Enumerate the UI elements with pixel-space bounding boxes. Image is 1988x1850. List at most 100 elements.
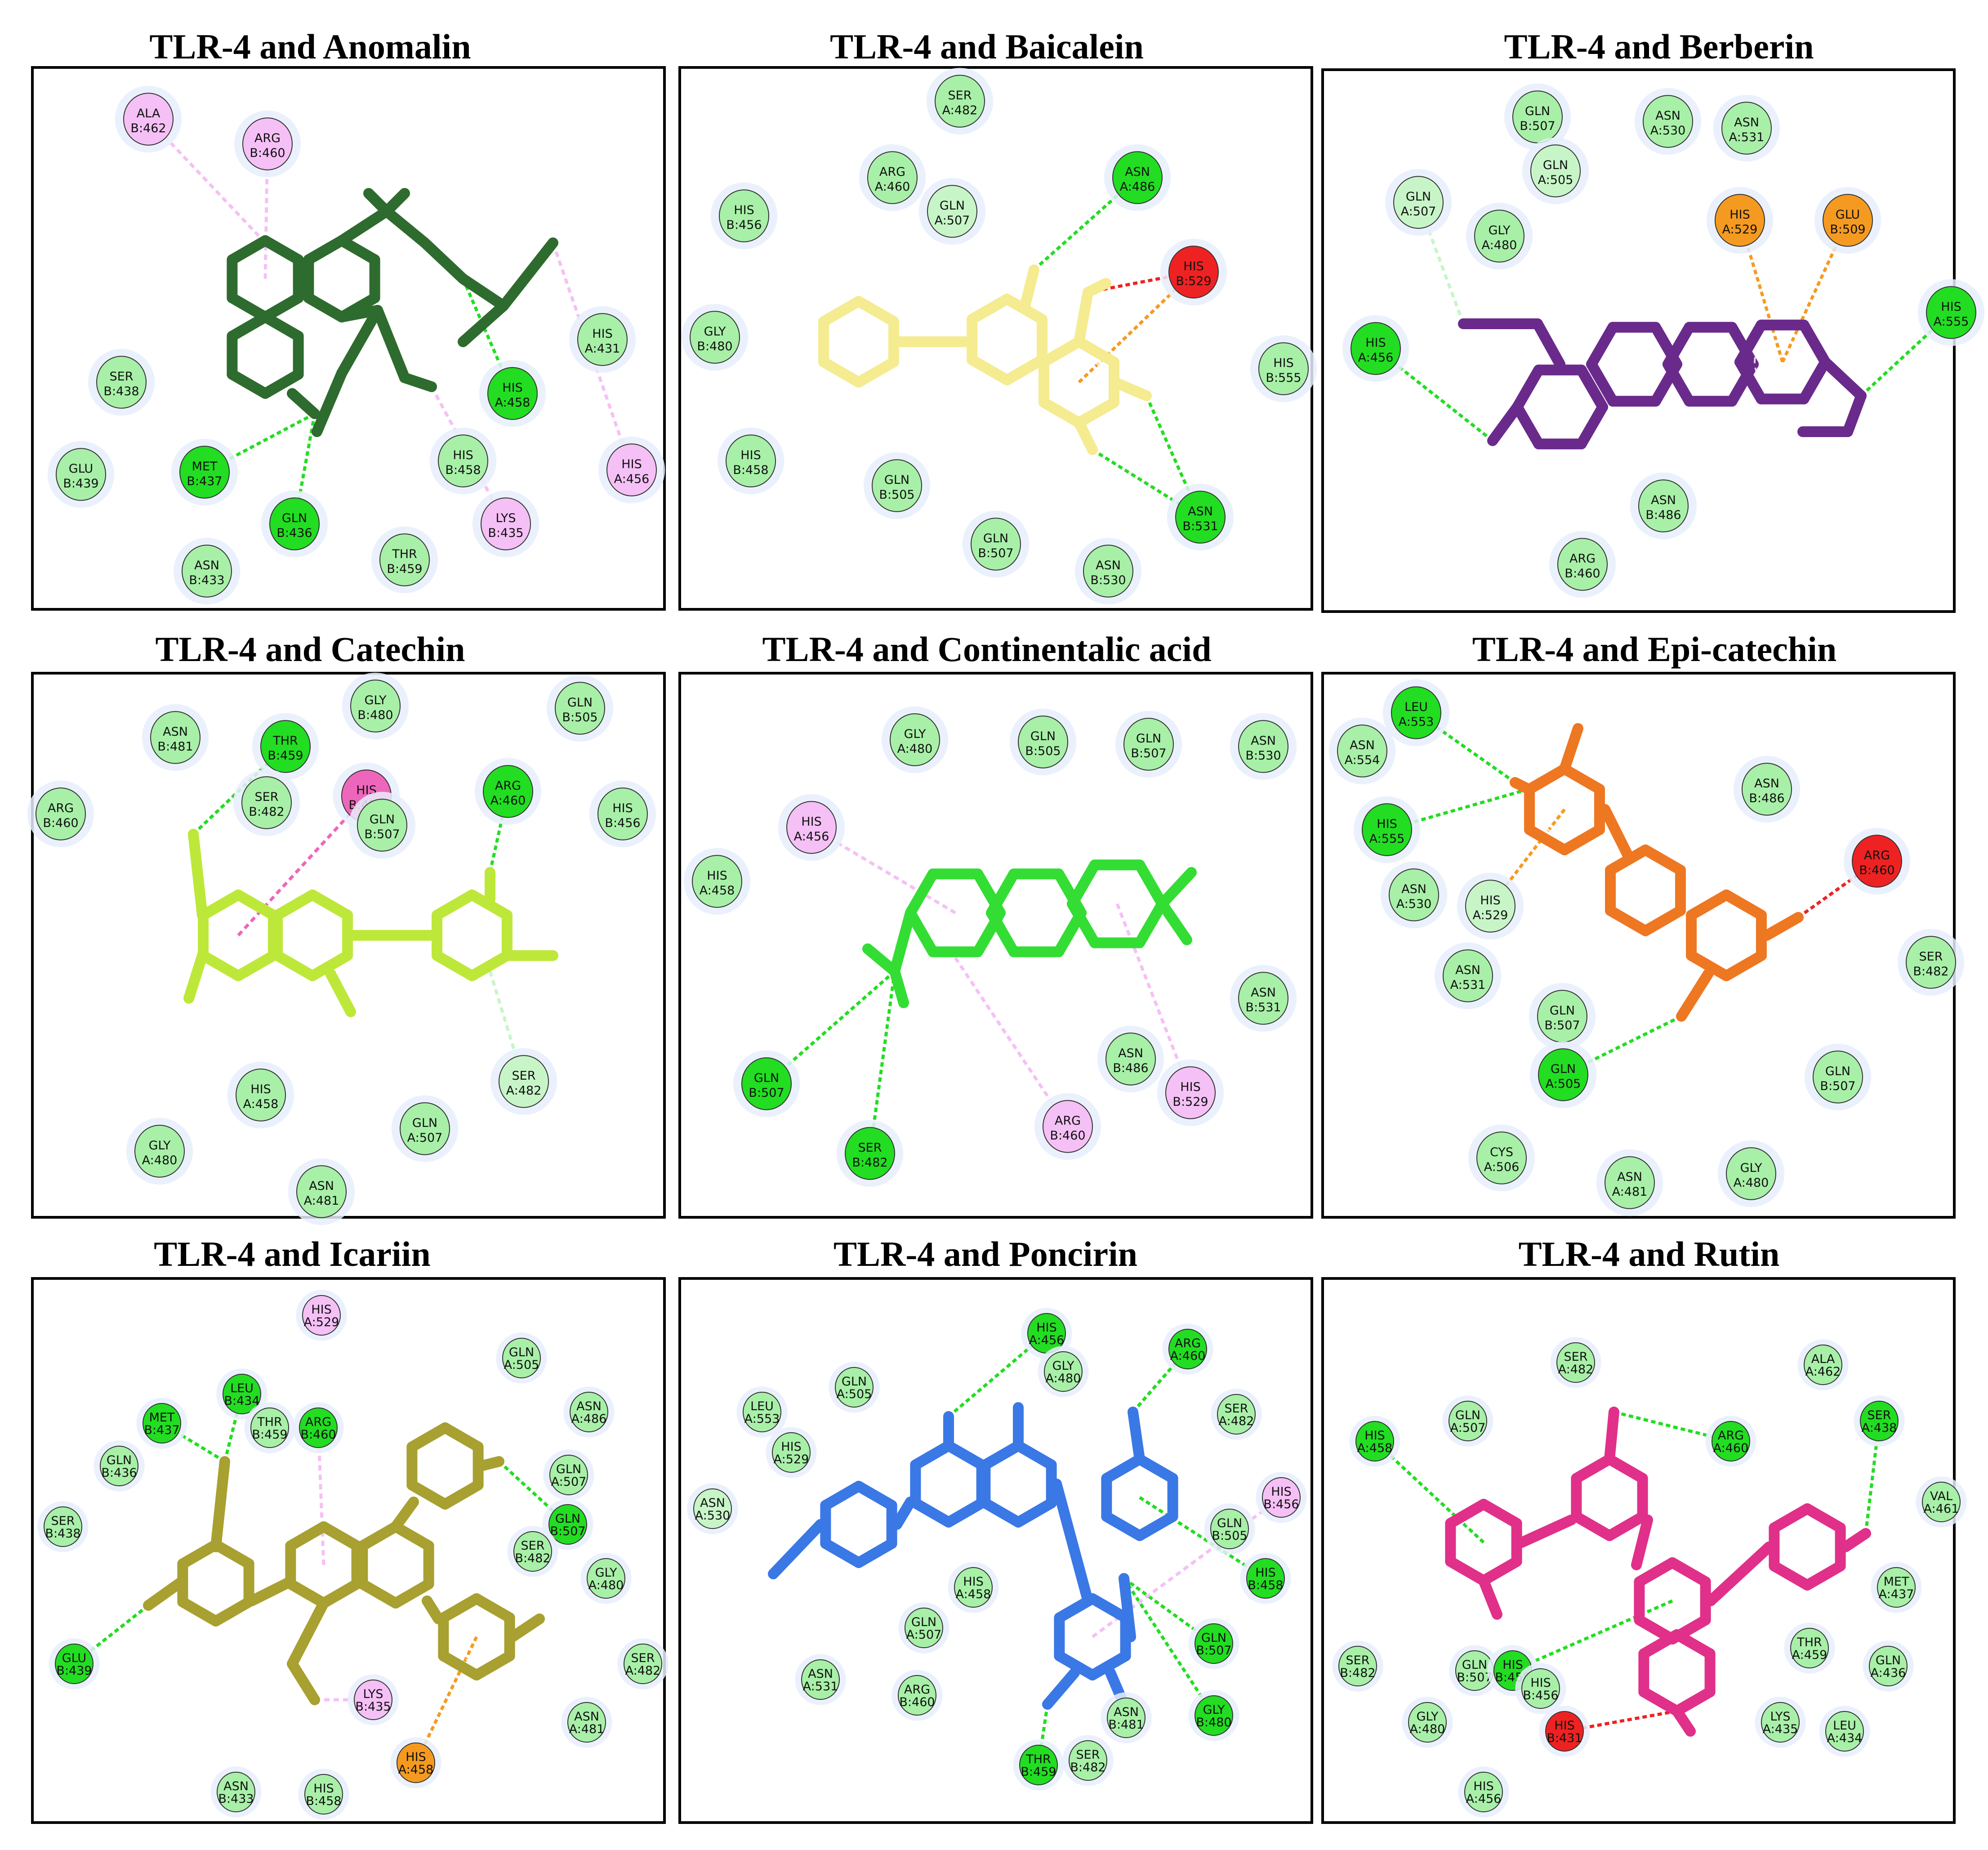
residue-id: B:530 bbox=[1090, 573, 1126, 587]
residue-name: ASN bbox=[1251, 986, 1276, 1000]
residue-id: B:507 bbox=[364, 827, 400, 841]
residue-circle bbox=[1825, 1711, 1864, 1752]
residue-id: A:437 bbox=[1879, 1587, 1914, 1601]
residue-name: ARG bbox=[1864, 849, 1890, 862]
ligand-bond bbox=[498, 237, 558, 311]
residue-id: B:434 bbox=[224, 1394, 259, 1408]
residue-name: ASN bbox=[194, 559, 219, 572]
ligand-bond bbox=[1559, 824, 1605, 855]
ligand-bond bbox=[1054, 1650, 1098, 1680]
ligand-bond bbox=[967, 294, 1012, 325]
residue-id: A:480 bbox=[1482, 238, 1517, 252]
residue-circle bbox=[693, 1488, 732, 1529]
residue-circle bbox=[1638, 479, 1689, 532]
panel-title: TLR-4 and Berberin bbox=[1504, 27, 1814, 66]
residue-name: GLU bbox=[1836, 208, 1860, 222]
residue-id: B:458 bbox=[733, 463, 768, 477]
residue-name: GLN bbox=[1550, 1004, 1575, 1018]
residue-id: A:456 bbox=[1029, 1333, 1065, 1347]
residue-id: B:456 bbox=[726, 218, 762, 232]
residue-circle bbox=[56, 448, 106, 501]
residue-id: A:462 bbox=[1805, 1365, 1841, 1379]
panel-title: TLR-4 and Catechin bbox=[155, 630, 465, 669]
residue-circle bbox=[872, 459, 922, 512]
ligand-bond bbox=[1074, 287, 1093, 347]
residue-name: GLN bbox=[412, 1116, 437, 1130]
ligand-bond bbox=[1802, 1503, 1846, 1533]
residue-id: A:480 bbox=[1046, 1372, 1081, 1385]
residue-circle bbox=[1557, 538, 1608, 591]
residue-id: A:456 bbox=[1358, 351, 1394, 365]
residue-name: HIS bbox=[1377, 817, 1397, 831]
residue-circle bbox=[481, 497, 531, 550]
ligand-bond bbox=[1067, 898, 1100, 948]
residue-id: B:507 bbox=[1196, 1644, 1231, 1658]
residue-id: A:458 bbox=[956, 1587, 991, 1601]
residue-id: B:482 bbox=[249, 805, 284, 819]
residue-name: HIS bbox=[1271, 1485, 1291, 1499]
panel-frame bbox=[1321, 68, 1956, 613]
residue-circle bbox=[1018, 715, 1068, 769]
residue-name: LEU bbox=[1404, 700, 1428, 714]
residue-name: GLY bbox=[1489, 223, 1511, 237]
ligand-bond bbox=[177, 1596, 221, 1627]
ligand-bond bbox=[853, 357, 899, 388]
residue-id: B:456 bbox=[605, 816, 640, 830]
residue-circle bbox=[692, 855, 742, 908]
residue-id: A:486 bbox=[1120, 180, 1155, 194]
interaction-line bbox=[263, 143, 269, 279]
ligand-bond bbox=[1101, 1511, 1145, 1541]
ligand-bond bbox=[1002, 354, 1047, 385]
residue-circle bbox=[867, 151, 918, 204]
residue-id: A:555 bbox=[1369, 832, 1405, 846]
ligand-bond bbox=[422, 1595, 444, 1624]
residue-name: GLN bbox=[1217, 1516, 1242, 1530]
ligand-bond bbox=[303, 235, 347, 265]
residue-name: HIS bbox=[740, 448, 761, 462]
residue-name: GLN bbox=[983, 532, 1008, 545]
residue-name: HIS bbox=[963, 1575, 983, 1589]
ligand-bond bbox=[1516, 1515, 1577, 1548]
aromatic-ring bbox=[980, 313, 1034, 366]
residue-circle bbox=[1790, 1627, 1829, 1669]
residue-name: SER bbox=[110, 370, 134, 384]
residue-circle bbox=[96, 356, 147, 409]
panel-frame bbox=[678, 672, 1313, 1219]
residue-id: A:482 bbox=[625, 1664, 661, 1678]
residue-name: SER bbox=[948, 89, 972, 103]
residue-circle bbox=[1906, 936, 1956, 989]
residue-circle bbox=[400, 1102, 450, 1155]
panel-frame bbox=[678, 1277, 1313, 1824]
panel-7: TLR-4 and IcariinHISA:529GLNA:505LEUB:43… bbox=[31, 1234, 669, 1824]
residue-id: A:456 bbox=[1466, 1792, 1502, 1806]
residue-name: GLY bbox=[365, 693, 387, 707]
residue-circle bbox=[260, 720, 311, 773]
ligand-bond bbox=[272, 950, 318, 981]
residue-circle bbox=[179, 446, 230, 499]
residue-name: SER bbox=[631, 1651, 655, 1665]
residue-name: MET bbox=[149, 1411, 175, 1425]
residue-id: B:531 bbox=[1245, 1001, 1281, 1014]
residue-name: HIS bbox=[1554, 1719, 1574, 1733]
residue-circle bbox=[1238, 720, 1288, 773]
residue-circle bbox=[1869, 1645, 1908, 1687]
